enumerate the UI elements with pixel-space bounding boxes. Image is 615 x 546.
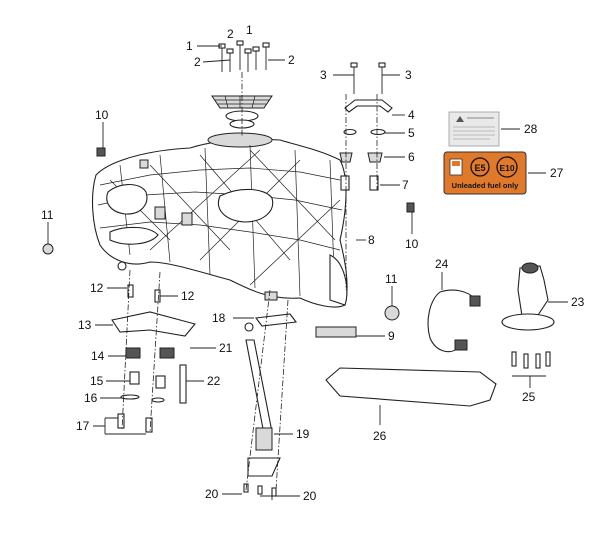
fuel-caption: Unleaded fuel only [452,181,520,190]
front-bracket-assembly [111,269,196,433]
callout-11a: 11 [41,208,54,222]
callout-19: 19 [296,427,310,441]
pad-part-9 [315,326,357,338]
leader-lines [47,45,568,500]
rear-support-strut [243,289,298,497]
callout-2c: 2 [288,53,295,67]
callout-24: 24 [435,257,449,271]
callout-16: 16 [84,391,98,405]
plug-11-right [384,305,400,321]
callout-11b: 11 [385,272,398,286]
callout-28: 28 [524,122,538,136]
fuel-label-background [443,151,527,195]
callout-21: 21 [219,341,233,355]
callout-7: 7 [402,178,409,192]
plug-11-left [42,243,54,255]
fuel-pump-assembly [501,262,555,369]
callout-2a: 2 [227,27,234,41]
callout-25: 25 [522,390,536,404]
callout-20b: 20 [303,489,317,503]
warning-label [448,111,500,147]
filler-cap-bolts [218,40,270,72]
fuel-hose [427,289,481,353]
callout-1b: 1 [246,23,253,37]
e5-badge [470,157,490,177]
grommet-10-right [406,202,415,213]
rear-mount-bracket [339,62,393,290]
callout-17: 17 [76,419,90,433]
callout-1a: 1 [186,39,193,53]
callout-18: 18 [212,311,226,325]
callout-15: 15 [90,374,104,388]
callout-5: 5 [408,126,415,140]
grommet-10-left [96,147,106,157]
fuel-type-label: E5 E10 Unleaded fuel only [443,151,527,195]
callout-22: 22 [207,374,221,388]
callout-27: 27 [550,166,564,180]
e10-badge [496,156,518,178]
callout-6: 6 [408,150,415,164]
callout-23: 23 [571,295,585,309]
callout-12b: 12 [181,289,195,303]
callout-10a: 10 [95,108,109,122]
fuel-tank [92,132,348,308]
callout-26: 26 [373,429,387,443]
callout-3b: 3 [405,68,412,82]
callout-20a: 20 [205,487,219,501]
callout-14: 14 [91,349,105,363]
e10-text: E10 [499,163,514,173]
warning-icon [456,116,464,122]
tank-tray [325,367,497,407]
filler-cap [211,72,273,136]
callout-10b: 10 [405,237,419,251]
e5-text: E5 [474,163,485,173]
callout-2b: 2 [194,55,201,69]
callout-9: 9 [388,329,395,343]
callout-8: 8 [368,233,375,247]
callout-4: 4 [408,108,415,122]
callout-3a: 3 [320,68,327,82]
callout-13: 13 [78,318,92,332]
callout-labels: 1 1 2 2 2 3 3 4 5 6 7 8 9 10 10 11 11 12… [41,23,585,503]
callout-12a: 12 [90,281,104,295]
